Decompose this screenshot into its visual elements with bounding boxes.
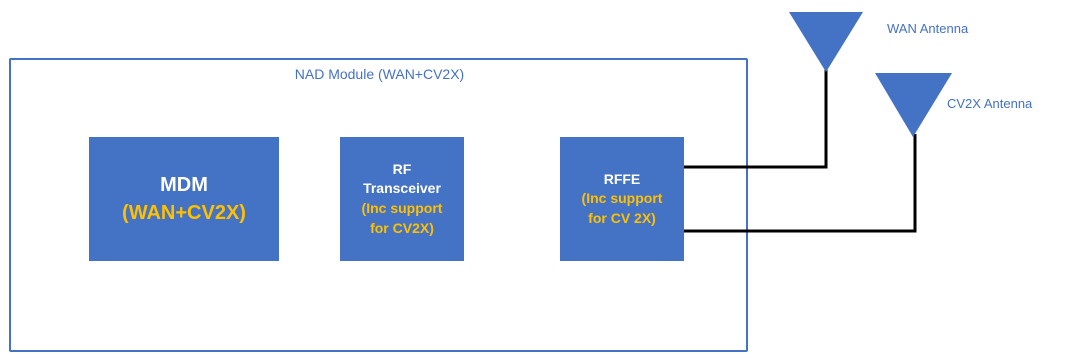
rf-transceiver-block: RF Transceiver (Inc support for CV2X) (340, 137, 464, 261)
rf-title-line-1: RF (392, 160, 412, 177)
mdm-subtitle: (WAN+CV2X) (122, 202, 246, 224)
mdm-block: MDM (WAN+CV2X) (89, 137, 279, 261)
cv2x-antenna-label: CV2X Antenna (947, 96, 1033, 111)
nad-module-title: NAD Module (WAN+CV2X) (294, 66, 465, 82)
rf-title-line-2: Transceiver (363, 180, 441, 197)
rf-subtitle-line-1: (Inc support (361, 200, 443, 216)
wan-antenna-wire (684, 66, 828, 169)
cv2x-antenna-icon (875, 73, 952, 137)
rf-subtitle-line-2: for CV2X) (370, 219, 434, 236)
wan-antenna-icon (789, 12, 863, 72)
rffe-subtitle-line-1: (Inc support (581, 190, 663, 207)
mdm-title: MDM (160, 174, 208, 196)
rffe-block: RFFE (Inc support for CV 2X) (560, 137, 684, 261)
rffe-title-line-1: RFFE (603, 170, 641, 187)
wan-antenna-label: WAN Antenna (887, 21, 969, 36)
rffe-subtitle-line-2: for CV 2X) (588, 209, 656, 226)
cv2x-antenna-wire (684, 134, 917, 233)
